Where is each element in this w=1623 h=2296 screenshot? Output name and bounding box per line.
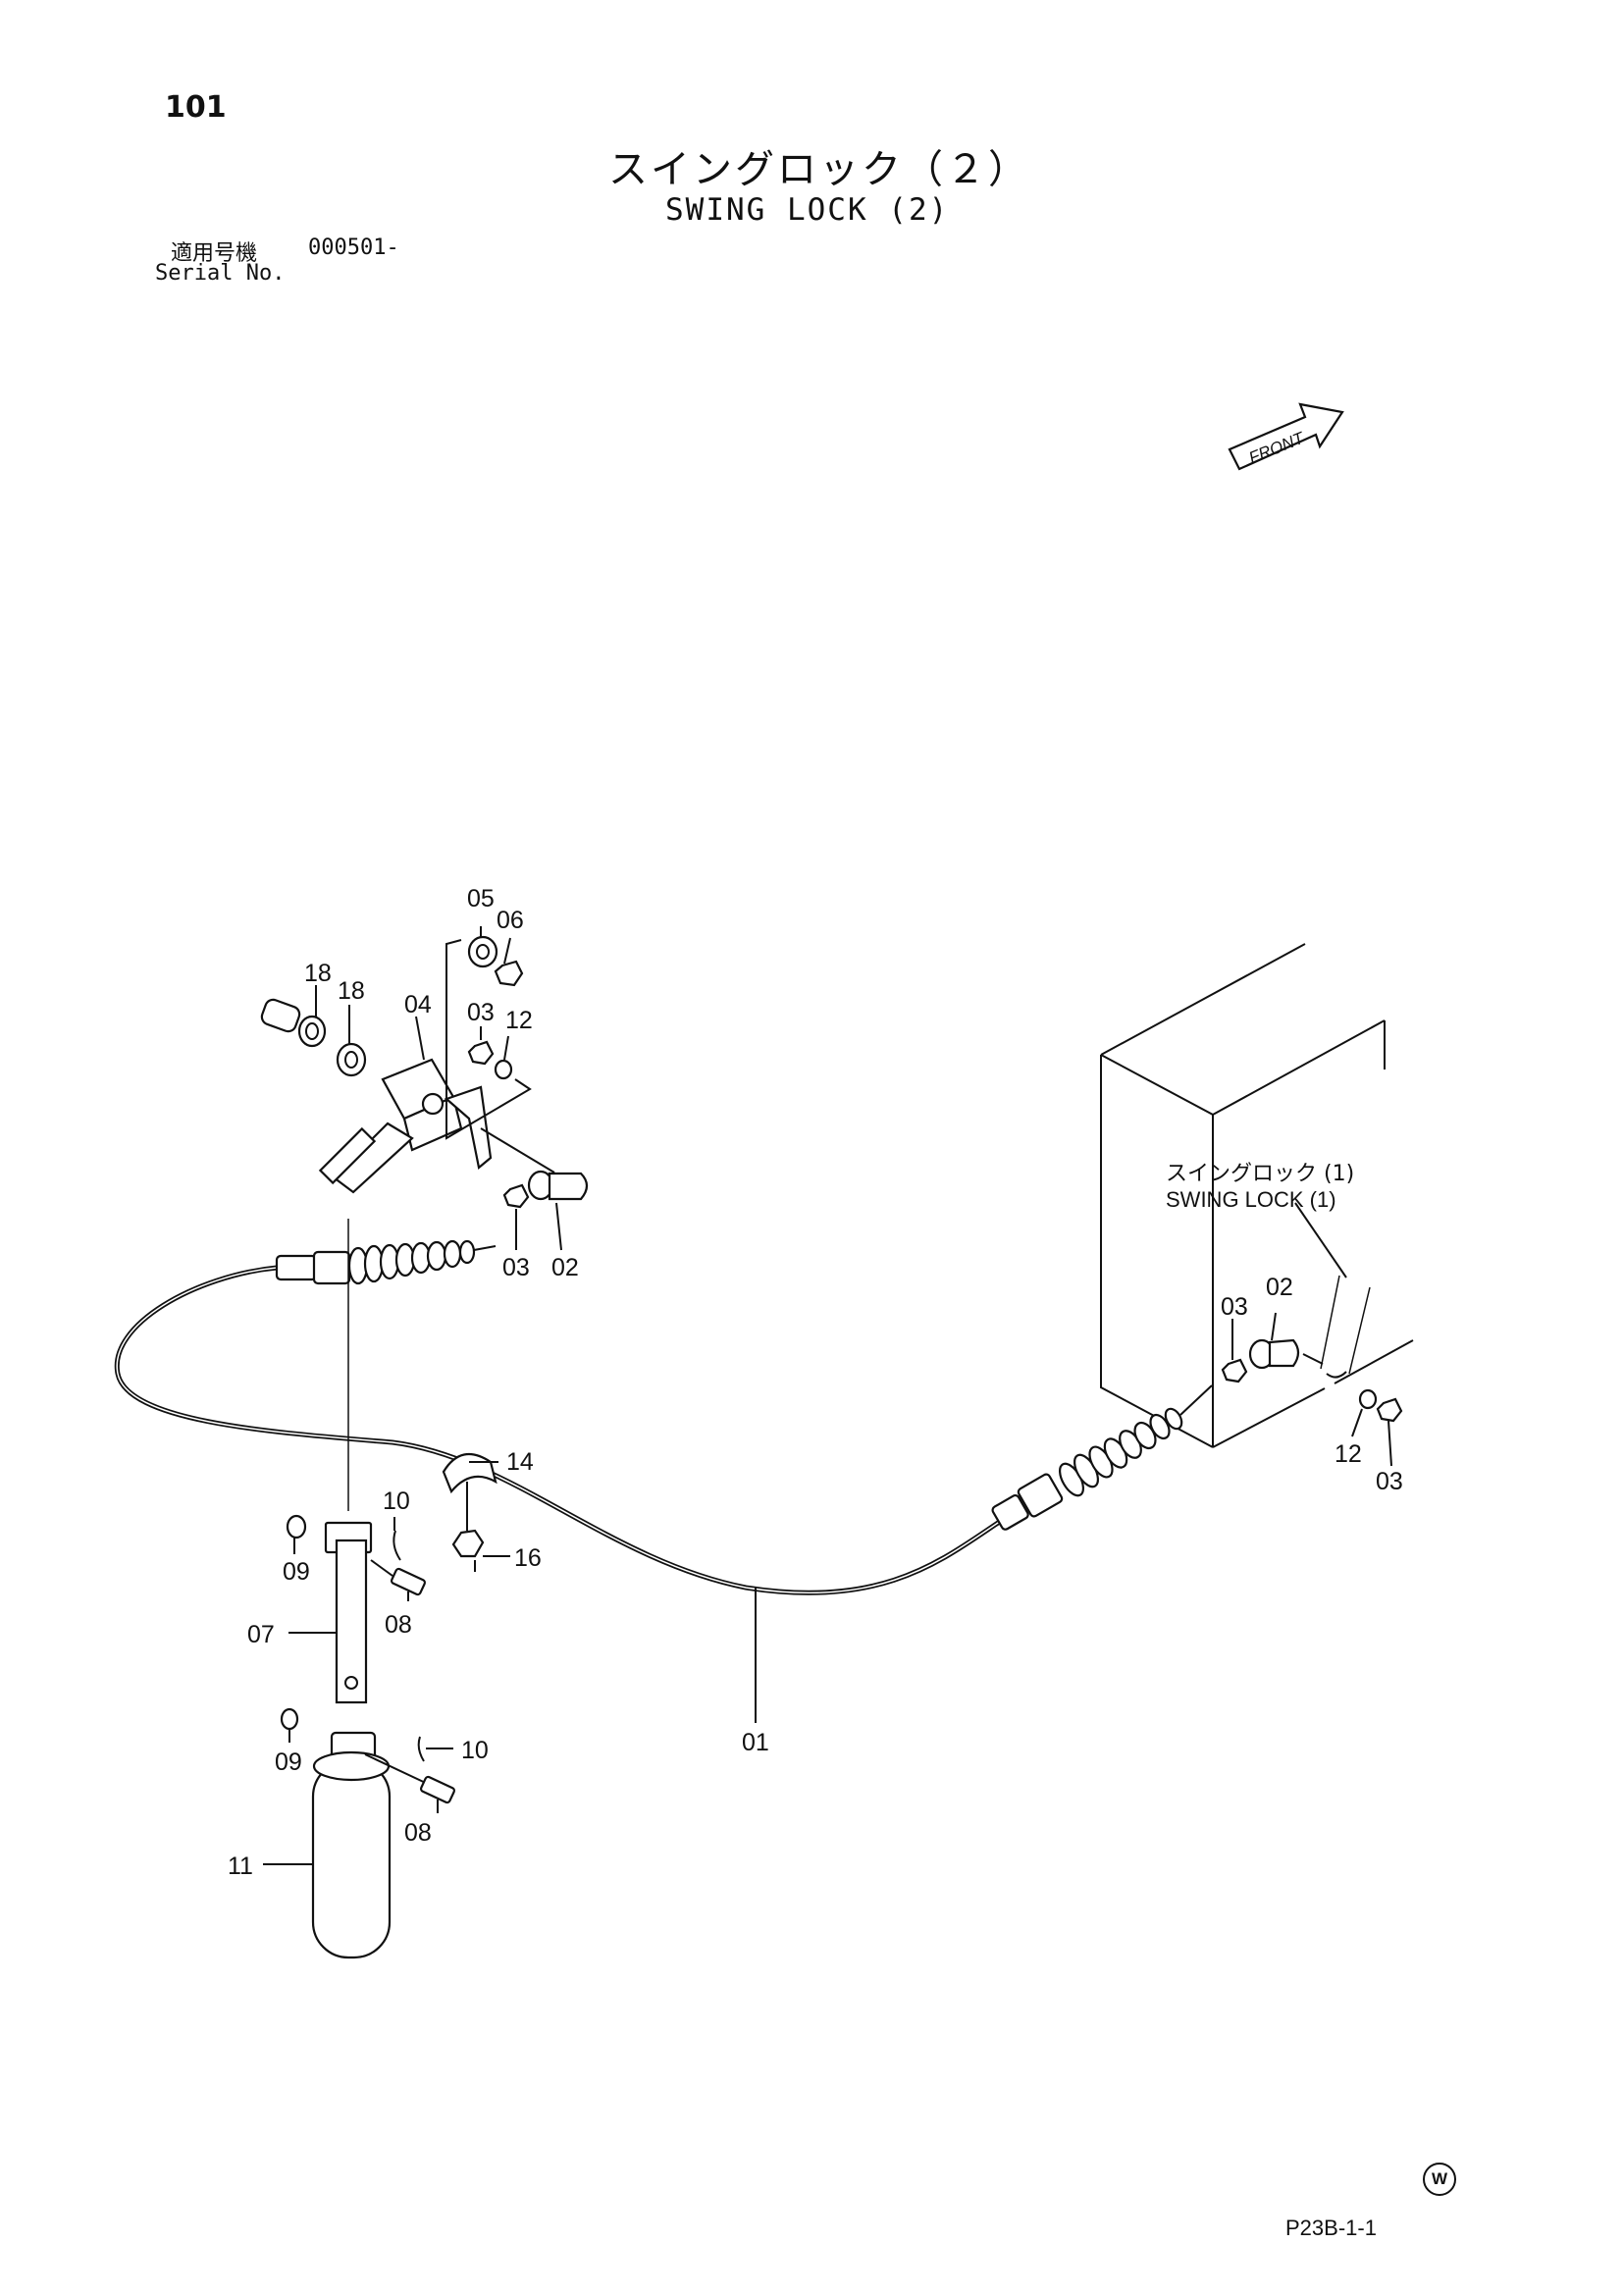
callout-11: 11 — [228, 1852, 253, 1880]
serial-label-en: Serial No. — [155, 261, 286, 286]
callout-09a: 09 — [283, 1558, 310, 1586]
callout-14: 14 — [506, 1448, 534, 1476]
callout-01: 01 — [742, 1729, 769, 1756]
lower-cable-end — [991, 1384, 1213, 1531]
callout-08a: 08 — [385, 1611, 412, 1639]
callout-18a: 18 — [304, 960, 332, 987]
callout-09b: 09 — [275, 1748, 302, 1776]
figure-code: P23B-1-1 — [1285, 2216, 1377, 2240]
reference-label-en: SWING LOCK (1) — [1166, 1187, 1336, 1212]
serial-value: 000501- — [308, 235, 399, 260]
callout-16: 16 — [514, 1544, 542, 1572]
callout-06: 06 — [497, 907, 524, 934]
upper-cable-end — [275, 1239, 497, 1285]
leader-lines — [263, 926, 1392, 1865]
callout-10b: 10 — [461, 1737, 489, 1764]
callout-03a: 03 — [467, 999, 495, 1026]
front-arrow-icon: FRONT — [1228, 402, 1344, 471]
callout-02a: 02 — [551, 1254, 579, 1281]
callout-18b: 18 — [338, 977, 365, 1005]
callout-12b: 12 — [1335, 1440, 1362, 1468]
callout-08b: 08 — [404, 1819, 432, 1847]
reference-label-jp: スイングロック (1) — [1166, 1162, 1355, 1186]
right-parts — [1221, 1338, 1403, 1423]
serial-label-jp: 適用号機 — [171, 241, 258, 266]
callout-07: 07 — [247, 1621, 275, 1648]
callout-12a: 12 — [505, 1007, 533, 1034]
callout-10a: 10 — [383, 1487, 410, 1515]
page-title-en: SWING LOCK (2) — [665, 192, 950, 228]
lever-07 — [286, 1514, 426, 1704]
cylinder-11 — [280, 1707, 455, 1959]
callout-05: 05 — [467, 885, 495, 913]
page-title-jp: スイングロック（２） — [608, 147, 1030, 192]
upper-parts — [260, 935, 589, 1209]
callout-04: 04 — [404, 991, 432, 1018]
clamp — [442, 1452, 497, 1572]
page-number: 101 — [165, 90, 227, 125]
w-mark-icon: W — [1423, 2163, 1456, 2196]
callout-03b: 03 — [502, 1254, 530, 1281]
callout-02b: 02 — [1266, 1274, 1293, 1301]
callout-labels: 18 18 04 05 06 03 12 03 02 03 02 12 03 1… — [228, 885, 1403, 1880]
callout-03c: 03 — [1221, 1293, 1248, 1321]
housing-box — [1100, 943, 1414, 1448]
callout-03d: 03 — [1376, 1468, 1403, 1495]
